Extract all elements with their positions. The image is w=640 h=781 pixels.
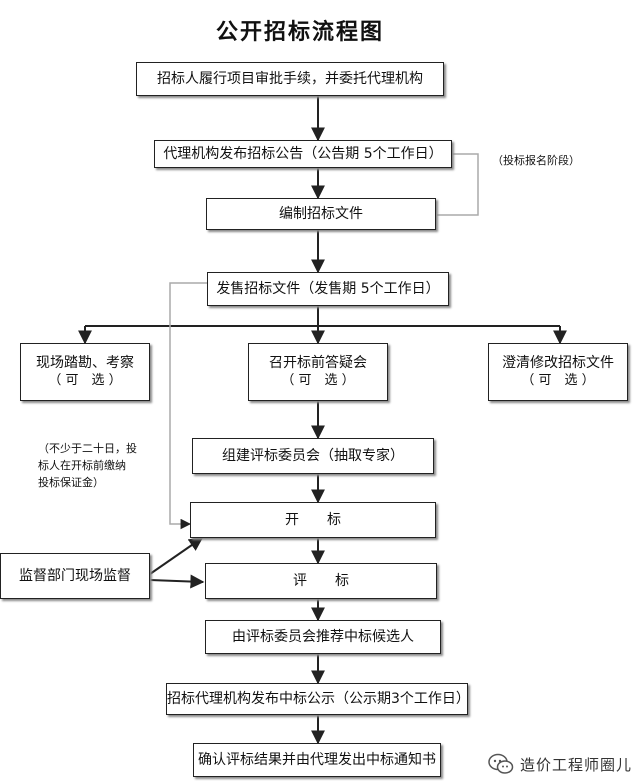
node-pre-bid-meeting: 召开标前答疑会 （ 可 选 ） [248, 343, 388, 401]
node-site-visit-label: 现场踏勘、考察 [36, 355, 134, 371]
node-prepare-docs: 编制招标文件 [206, 198, 436, 230]
deposit-note: （不少于二十日，投 标人在开标前缴纳 投标保证金） [38, 440, 137, 491]
node-evaluation-committee-label: 组建评标委员会（抽取专家） [222, 448, 404, 464]
watermark-text: 造价工程师圈儿 [519, 755, 632, 774]
node-award-notice-label: 确认评标结果并由代理发出中标通知书 [198, 752, 436, 768]
arrow-supervise-n7 [149, 537, 204, 575]
node-clarify-docs-optional: （ 可 选 ） [521, 373, 595, 388]
bid-stage-note: （投标报名阶段） [492, 154, 580, 167]
node-clarify-docs-label: 澄清修改招标文件 [502, 355, 614, 371]
node-recommend-candidate-label: 由评标委员会推荐中标候选人 [232, 629, 414, 645]
node-supervision: 监督部门现场监督 [0, 553, 150, 599]
node-bid-opening-label: 开 标 [285, 512, 341, 528]
node-approval-label: 招标人履行项目审批手续，并委托代理机构 [157, 71, 423, 87]
node-evaluation-committee: 组建评标委员会（抽取专家） [192, 438, 434, 474]
wechat-icon [488, 753, 514, 774]
node-bid-evaluation: 评 标 [205, 563, 437, 599]
deposit-note-line1: （不少于二十日，投 [38, 442, 137, 455]
node-sell-docs: 发售招标文件（发售期 5个工作日） [207, 272, 449, 306]
node-site-visit-optional: （ 可 选 ） [48, 373, 122, 388]
node-pre-bid-meeting-label: 召开标前答疑会 [269, 355, 367, 371]
watermark: 造价工程师圈儿 [488, 753, 632, 775]
node-clarify-docs: 澄清修改招标文件 （ 可 选 ） [488, 343, 628, 401]
node-bid-opening: 开 标 [190, 502, 436, 538]
node-bid-evaluation-label: 评 标 [293, 573, 349, 589]
node-prepare-docs-label: 编制招标文件 [279, 206, 363, 222]
sale-to-opening-line [169, 282, 207, 530]
arrow-supervise-n8 [149, 574, 205, 589]
node-approval: 招标人履行项目审批手续，并委托代理机构 [136, 62, 444, 96]
node-tender-notice: 代理机构发布招标公告（公告期 5个工作日） [154, 140, 452, 168]
node-pre-bid-meeting-optional: （ 可 选 ） [281, 373, 355, 388]
node-site-visit: 现场踏勘、考察 （ 可 选 ） [20, 343, 150, 401]
node-sell-docs-label: 发售招标文件（发售期 5个工作日） [216, 281, 440, 297]
node-tender-notice-label: 代理机构发布招标公告（公告期 5个工作日） [163, 146, 443, 162]
node-award-notice: 确认评标结果并由代理发出中标通知书 [193, 743, 441, 777]
node-award-publicity: 招标代理机构发布中标公示（公示期3个工作日） [166, 683, 470, 715]
deposit-note-line3: 投标保证金） [38, 476, 104, 489]
node-award-publicity-label: 招标代理机构发布中标公示（公示期3个工作日） [167, 691, 470, 707]
diagram-title: 公开招标流程图 [215, 20, 384, 45]
node-supervision-label: 监督部门现场监督 [19, 568, 131, 584]
bid-stage-bracket [437, 153, 479, 216]
deposit-note-line2: 标人在开标前缴纳 [38, 459, 126, 472]
node-recommend-candidate: 由评标委员会推荐中标候选人 [205, 620, 441, 654]
